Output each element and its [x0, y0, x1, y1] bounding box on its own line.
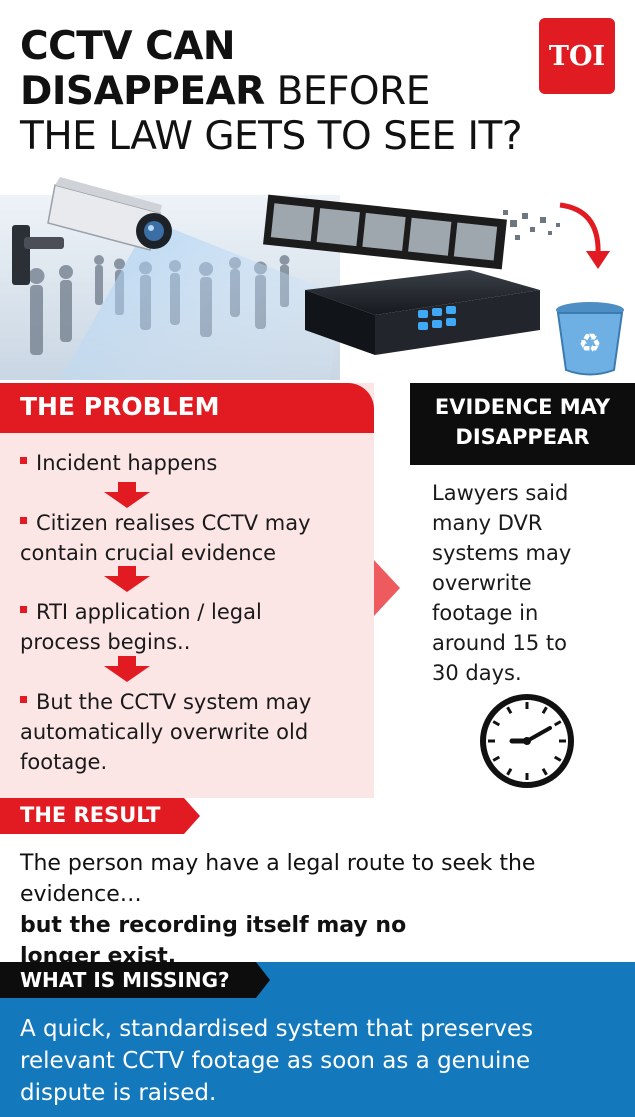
missing-line-3: dispute is raised. [20, 1080, 217, 1106]
evidence-text: Lawyers said many DVR systems may overwr… [432, 478, 627, 688]
problem-step-3-line-2: process begins.. [20, 630, 191, 654]
result-line-2-bold: but the recording itself may no [20, 913, 407, 938]
bullet-icon [20, 696, 27, 703]
problem-step-4-line-2: automatically overwrite old [20, 720, 309, 744]
dvr-recorder-icon [305, 270, 540, 355]
down-arrow-icon [104, 482, 150, 508]
missing-heading-bg [0, 962, 270, 998]
title-line-2: DISAPPEAR BEFORE [20, 69, 620, 114]
right-pointer-icon [374, 560, 400, 616]
page-title: CCTV CAN DISAPPEAR BEFORE THE LAW GETS T… [20, 24, 620, 159]
problem-panel [0, 383, 374, 798]
svg-text:♻: ♻ [578, 329, 601, 359]
cctv-illustration: ♻ [0, 177, 624, 380]
missing-heading: WHAT IS MISSING? [0, 962, 270, 998]
problem-heading-label: THE PROBLEM [20, 392, 220, 421]
bullet-icon [20, 517, 27, 524]
problem-heading: THE PROBLEM [0, 383, 374, 433]
missing-text: A quick, standardised system that preser… [20, 1013, 630, 1109]
result-line-2: evidence… but the recording itself may n… [20, 879, 620, 941]
result-line-2-plain: evidence… [20, 882, 142, 907]
evidence-line-5: footage in [432, 601, 539, 625]
evidence-line-6: around 15 to [432, 631, 567, 655]
title-line-3: THE LAW GETS TO SEE IT? [20, 114, 523, 159]
evidence-heading-line-2: DISAPPEAR [455, 425, 590, 449]
evidence-line-4: overwrite [432, 571, 532, 595]
toi-logo-text: TOI [548, 40, 606, 72]
problem-step-2: Citizen realises CCTV may contain crucia… [20, 508, 370, 568]
evidence-heading-line-1: EVIDENCE MAY [434, 395, 611, 419]
header: CCTV CAN DISAPPEAR BEFORE THE LAW GETS T… [0, 0, 635, 170]
pixel-dissolve [503, 210, 560, 240]
problem-step-4: But the CCTV system may automatically ov… [20, 687, 370, 777]
problem-step-4-line-3: footage. [20, 750, 108, 774]
evidence-line-2: many DVR [432, 511, 543, 535]
missing-heading-label: WHAT IS MISSING? [20, 968, 230, 992]
problem-step-2-line-2: contain crucial evidence [20, 541, 277, 565]
evidence-line-7: 30 days. [432, 661, 522, 685]
result-text: The person may have a legal route to see… [20, 848, 620, 972]
result-heading-bg [0, 798, 200, 834]
title-line-2-bold: DISAPPEAR [20, 69, 265, 114]
recycle-bin-icon: ♻ [556, 302, 624, 376]
bullet-icon [20, 457, 27, 464]
evidence-heading: EVIDENCE MAY DISAPPEAR [410, 383, 635, 465]
evidence-line-3: systems may [432, 541, 572, 565]
problem-step-3: RTI application / legal process begins.. [20, 597, 370, 657]
film-strip-icon [263, 194, 507, 270]
missing-line-1: A quick, standardised system that preser… [20, 1016, 534, 1042]
problem-step-4-line-1: But the CCTV system may [36, 690, 312, 714]
cctv-camera-icon [12, 177, 172, 285]
down-arrow-icon [104, 566, 150, 592]
missing-line-2: relevant CCTV footage as soon as a genui… [20, 1048, 531, 1074]
result-heading-label: THE RESULT [20, 803, 161, 827]
evidence-line-1: Lawyers said [432, 481, 569, 505]
problem-step-3-line-1: RTI application / legal [36, 600, 262, 624]
result-line-1: The person may have a legal route to see… [20, 851, 536, 876]
toi-logo: TOI [539, 18, 615, 94]
problem-step-2-line-1: Citizen realises CCTV may [36, 511, 311, 535]
clock-icon [480, 694, 574, 788]
title-line-1: CCTV CAN [20, 24, 236, 69]
result-heading: THE RESULT [0, 798, 200, 834]
problem-step-1-line-1: Incident happens [36, 451, 218, 475]
title-line-2-rest: BEFORE [264, 69, 431, 114]
problem-step-1: Incident happens [20, 448, 370, 478]
down-arrow-icon [104, 656, 150, 682]
bullet-icon [20, 606, 27, 613]
